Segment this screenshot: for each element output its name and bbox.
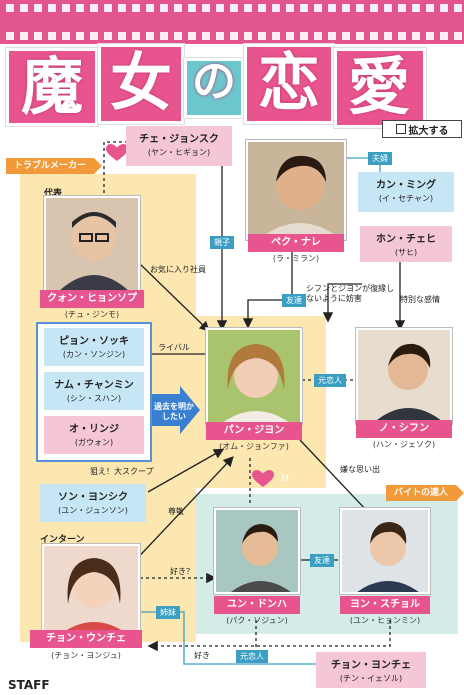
note-kako: 過去を明かしたい bbox=[154, 402, 194, 421]
heart-icon: !? bbox=[252, 470, 289, 488]
title-char-5: 愛 bbox=[347, 50, 410, 123]
note-tokubetsu: 特別な感情 bbox=[400, 295, 440, 304]
group-tag-trouble-maker: トラブルメーカー bbox=[6, 158, 103, 174]
character-card-yonshik[interactable]: ソン・ヨンシク (ユン・ジュンソン) bbox=[40, 484, 146, 522]
note-okiniiri: お気に入り社員 bbox=[150, 265, 206, 274]
name-plate-jiyon: パン・ジヨン bbox=[206, 422, 302, 440]
relation-motokoibito-2: 元恋人 bbox=[236, 650, 268, 663]
photo-schol[interactable] bbox=[340, 508, 430, 594]
name-plate-unche: チョン・ウンチェ bbox=[30, 630, 142, 648]
character-card-yonche[interactable]: チョン・ヨンチェ (チン・イェソル) bbox=[316, 652, 426, 688]
role-intern: インターン bbox=[40, 535, 85, 545]
character-card-chehi[interactable]: ホン・チェヒ (サヒ) bbox=[360, 226, 452, 262]
photo-unche[interactable] bbox=[42, 544, 140, 634]
name-plate-schol: ヨン・スチョル bbox=[340, 596, 430, 614]
role-daihyo: 代表 bbox=[44, 189, 63, 199]
expand-icon bbox=[395, 124, 406, 134]
note-sonkei: 尊敬 bbox=[168, 507, 184, 516]
relation-yujin-1: 友達 bbox=[282, 294, 306, 307]
relation-oyako: 親子 bbox=[210, 236, 234, 249]
photo-dongha[interactable] bbox=[214, 508, 300, 594]
expand-button[interactable]: 拡大する bbox=[382, 120, 462, 138]
title-char-2: 女 bbox=[109, 46, 172, 119]
photo-nare[interactable] bbox=[246, 140, 346, 240]
note-suki-2: 好き bbox=[194, 651, 210, 660]
note-iyana: 嫌な思い出 bbox=[340, 465, 380, 474]
group-tag-baito: バイトの達人 bbox=[386, 485, 464, 501]
note-bougai: シフンとジヨンが復縁しないように妨害 bbox=[306, 284, 395, 303]
name-plate-dongha: ユン・ドンハ bbox=[214, 596, 300, 614]
heart-icon: !? bbox=[106, 144, 143, 162]
relation-yujin-2: 友達 bbox=[310, 554, 334, 567]
photo-jiyon[interactable] bbox=[206, 328, 302, 424]
note-nerae: 狙え！大スクープ bbox=[90, 467, 154, 476]
staff-label[interactable]: STAFF bbox=[8, 678, 50, 692]
character-card-soki[interactable]: ピョン・ソッキ (カン・ソンジン) bbox=[44, 328, 144, 366]
title-char-4: 恋 bbox=[257, 46, 320, 119]
title-char-3: の bbox=[192, 56, 236, 107]
name-plate-hyonsop: クォン・ヒョンソプ bbox=[40, 290, 144, 308]
photo-shifun[interactable] bbox=[356, 328, 452, 424]
character-card-chanmin[interactable]: ナム・チャンミン (シン・スハン) bbox=[44, 372, 144, 410]
photo-hyonsop[interactable] bbox=[44, 196, 140, 292]
title-logo: 魔 女 の 恋 愛 bbox=[6, 18, 458, 128]
character-card-rinji[interactable]: オ・リンジ (ガウォン) bbox=[44, 416, 144, 454]
name-plate-nare: ペク・ナレ bbox=[248, 234, 344, 252]
note-rival: ライバル bbox=[158, 343, 190, 352]
name-plate-shifun: ノ・シフン bbox=[356, 420, 452, 438]
title-char-1: 魔 bbox=[20, 50, 83, 123]
relation-fufu: 夫婦 bbox=[368, 152, 392, 165]
header-film-strip bbox=[0, 0, 464, 44]
character-card-ming[interactable]: カン・ミング (イ・セチャン) bbox=[358, 172, 454, 212]
relation-shimai: 姉妹 bbox=[156, 606, 180, 619]
character-card-jongsuk[interactable]: チェ・ジョンスク (ヤン・ヒギョン) bbox=[126, 126, 232, 166]
note-suki: 好き？ bbox=[170, 567, 194, 576]
relation-motokoibito-1: 元恋人 bbox=[314, 374, 346, 387]
